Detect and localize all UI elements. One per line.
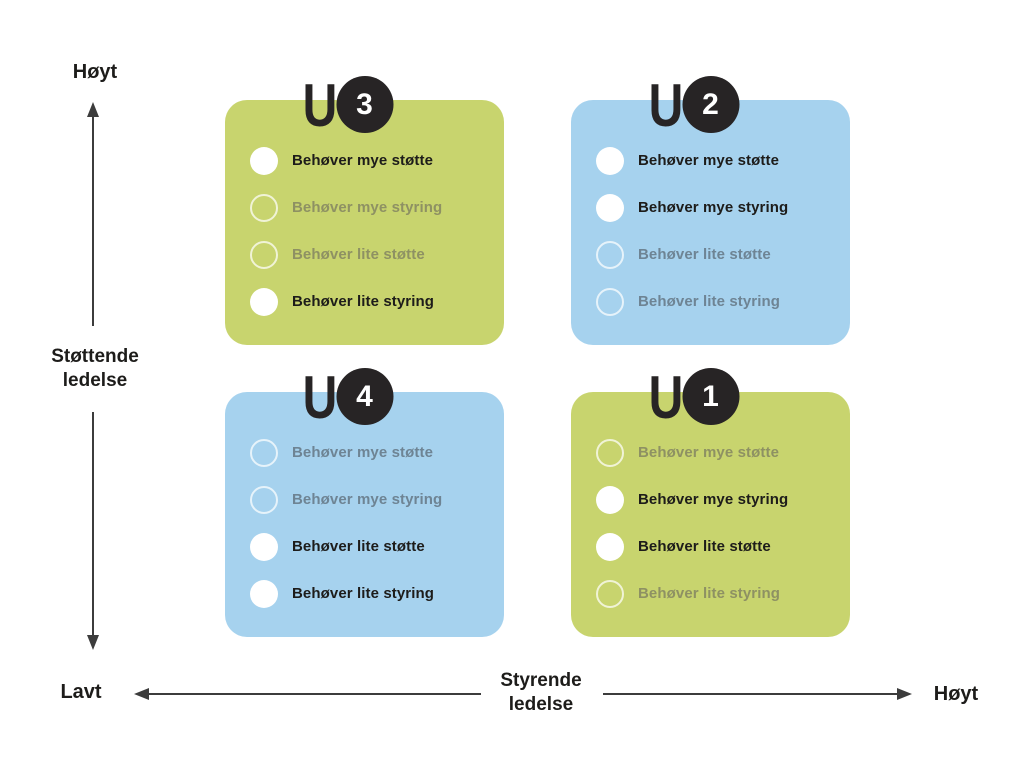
- checklist-item: Behøver lite støtte: [250, 231, 488, 278]
- vertical-axis-low-label: Lavt: [60, 681, 102, 703]
- checklist-item: Behøver mye styring: [250, 476, 488, 523]
- radio-circle-icon[interactable]: [596, 240, 624, 269]
- radio-circle-icon[interactable]: [250, 240, 278, 269]
- badge-u-letter: U: [302, 364, 338, 431]
- checklist-item-label: Behøver lite styring: [638, 585, 781, 602]
- vertical-axis-title-line2: ledelse: [62, 370, 128, 391]
- checklist-item-label: Behøver lite styring: [638, 293, 781, 310]
- horizontal-axis-high-label: Høyt: [933, 683, 979, 705]
- radio-circle-icon[interactable]: [596, 287, 624, 316]
- checklist-item-label: Behøver lite støtte: [292, 246, 425, 263]
- checklist-item-label: Behøver mye styring: [292, 199, 443, 216]
- checklist-item-label: Behøver mye støtte: [292, 152, 434, 169]
- radio-circle-icon[interactable]: [250, 579, 278, 608]
- horizontal-axis-right-arrow-icon: [603, 688, 912, 700]
- radio-circle-icon[interactable]: [596, 146, 624, 175]
- checklist-item-label: Behøver lite styring: [292, 293, 435, 310]
- checklist-item: Behøver mye styring: [596, 184, 834, 231]
- checklist: Behøver mye støtte Behøver mye styring B…: [596, 137, 834, 325]
- badge-u-letter: U: [648, 364, 684, 431]
- horizontal-axis-title-line2: ledelse: [508, 694, 574, 715]
- radio-circle-icon[interactable]: [596, 438, 624, 467]
- checklist-item-label: Behøver mye styring: [292, 491, 443, 508]
- radio-circle-icon[interactable]: [596, 579, 624, 608]
- checklist-item: Behøver lite støtte: [596, 523, 834, 570]
- badge-number-circle: 1: [682, 368, 739, 425]
- checklist: Behøver mye støtte Behøver mye styring B…: [250, 137, 488, 325]
- checklist-item: Behøver mye styring: [250, 184, 488, 231]
- radio-circle-icon[interactable]: [250, 485, 278, 514]
- badge-u-letter: U: [302, 72, 338, 139]
- horizontal-axis-left-arrow-icon: [134, 688, 481, 700]
- vertical-axis-high-label: Høyt: [72, 61, 118, 83]
- radio-circle-icon[interactable]: [250, 193, 278, 222]
- checklist-item: Behøver lite styring: [596, 570, 834, 617]
- vertical-axis-up-arrow-icon: [87, 102, 99, 326]
- badge-number: 2: [702, 87, 719, 121]
- checklist-item-label: Behøver lite støtte: [292, 538, 425, 555]
- radio-circle-icon[interactable]: [596, 485, 624, 514]
- checklist-item: Behøver lite styring: [250, 278, 488, 325]
- badge-number-circle: 2: [682, 76, 739, 133]
- checklist-item-label: Behøver mye styring: [638, 491, 789, 508]
- vertical-axis-title: Støttende ledelse: [28, 345, 162, 393]
- checklist-item-label: Behøver mye støtte: [638, 152, 780, 169]
- checklist-item-label: Behøver lite støtte: [638, 246, 771, 263]
- radio-circle-icon[interactable]: [596, 193, 624, 222]
- badge-number: 3: [356, 87, 373, 121]
- badge-number-circle: 4: [336, 368, 393, 425]
- checklist-item: Behøver mye støtte: [250, 429, 488, 476]
- checklist-item: Behøver lite støtte: [250, 523, 488, 570]
- checklist-item: Behøver mye styring: [596, 476, 834, 523]
- horizontal-axis-title: Styrende ledelse: [479, 669, 603, 717]
- checklist-item: Behøver lite styring: [250, 570, 488, 617]
- checklist-item-label: Behøver mye støtte: [638, 444, 780, 461]
- radio-circle-icon[interactable]: [250, 438, 278, 467]
- badge-u-letter: U: [648, 72, 684, 139]
- radio-circle-icon[interactable]: [250, 146, 278, 175]
- vertical-axis-title-line1: Støttende: [51, 346, 139, 367]
- checklist: Behøver mye støtte Behøver mye styring B…: [596, 429, 834, 617]
- radio-circle-icon[interactable]: [250, 287, 278, 316]
- vertical-axis-down-arrow-icon: [87, 412, 99, 650]
- quadrant-card-u3: U 3 Behøver mye støtte Behøver mye styri…: [225, 76, 504, 345]
- quadrant-card-u4: U 4 Behøver mye støtte Behøver mye styri…: [225, 368, 504, 637]
- checklist-item: Behøver mye støtte: [596, 429, 834, 476]
- checklist-item: Behøver lite styring: [596, 278, 834, 325]
- badge-number: 4: [356, 379, 373, 413]
- radio-circle-icon[interactable]: [596, 532, 624, 561]
- quadrant-card-u1: U 1 Behøver mye støtte Behøver mye styri…: [571, 368, 850, 637]
- checklist-item: Behøver lite støtte: [596, 231, 834, 278]
- checklist-item: Behøver mye støtte: [250, 137, 488, 184]
- checklist-item-label: Behøver lite støtte: [638, 538, 771, 555]
- checklist-item-label: Behøver lite styring: [292, 585, 435, 602]
- horizontal-axis-title-line1: Styrende: [500, 670, 582, 691]
- checklist-item-label: Behøver mye støtte: [292, 444, 434, 461]
- radio-circle-icon[interactable]: [250, 532, 278, 561]
- badge-number: 1: [702, 379, 719, 413]
- checklist: Behøver mye støtte Behøver mye styring B…: [250, 429, 488, 617]
- badge-number-circle: 3: [336, 76, 393, 133]
- quadrant-card-u2: U 2 Behøver mye støtte Behøver mye styri…: [571, 76, 850, 345]
- checklist-item-label: Behøver mye styring: [638, 199, 789, 216]
- checklist-item: Behøver mye støtte: [596, 137, 834, 184]
